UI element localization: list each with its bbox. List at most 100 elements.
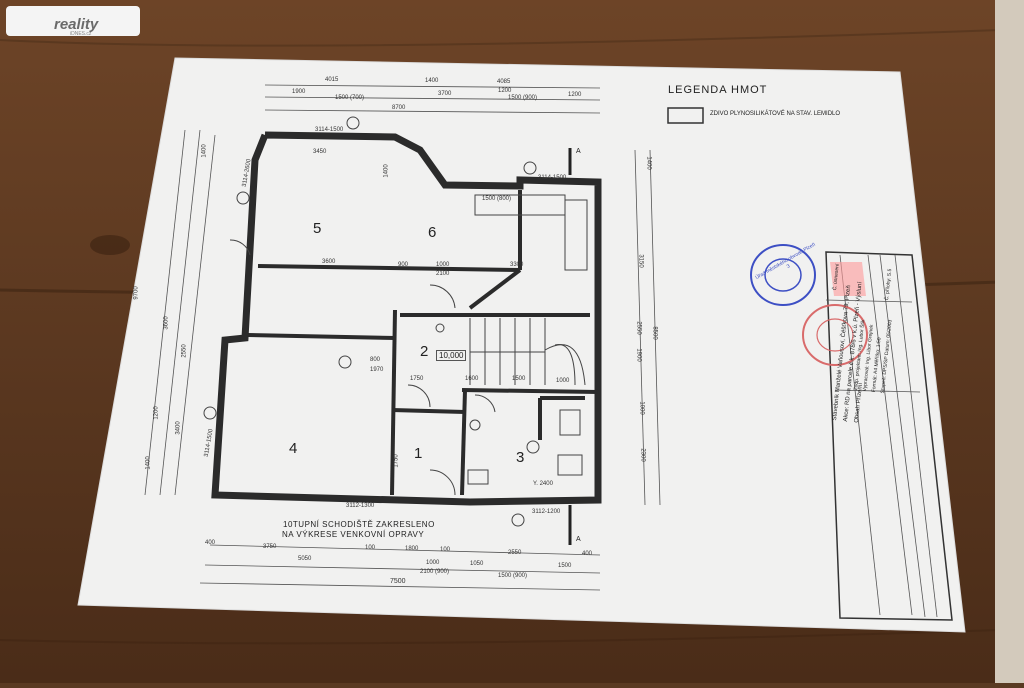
room-label-4: 4	[289, 440, 298, 457]
dim-bottom-3112-1200: 3112-1200	[532, 509, 561, 515]
section-mark-top: A	[576, 148, 581, 155]
dim-inner-1500: 1500	[512, 376, 526, 382]
room-label-5: 5	[313, 220, 322, 237]
dim-right-1400: 1400	[645, 156, 652, 170]
dim-inner-3300: 3300	[510, 262, 524, 268]
tb-stupen: Stupeň:	[879, 375, 888, 394]
blue-stamp	[750, 244, 816, 306]
logo-text: reality	[54, 16, 99, 33]
dim-top-1500-800: 1500 (800)	[482, 196, 512, 202]
staircase	[469, 318, 586, 386]
dim-right-1900: 1900	[635, 348, 642, 362]
dim-inner-1750: 1750	[410, 376, 424, 382]
dim-top-1400b: 1400	[383, 164, 390, 178]
dim-top-3700: 3700	[438, 91, 452, 97]
dim-bottom-1500-900: 1500 (900)	[498, 573, 528, 579]
dim-left-3600: 3600	[163, 316, 170, 330]
dim-top-1500-700: 1500 (700)	[335, 95, 365, 101]
dim-right-2300: 2300	[639, 448, 646, 462]
red-signature-mark	[830, 262, 866, 296]
dim-inner-900: 900	[398, 262, 409, 268]
dim-top-3114-1500: 3114-1500	[315, 127, 344, 133]
dim-left-1200: 1200	[153, 406, 160, 420]
dim-left-1400: 1400	[145, 456, 152, 470]
legend-item: ZDIVO PLYNOSILIKÁTOVÉ NA STAV. LEMIDLO	[710, 111, 841, 117]
room-label-2: 2	[420, 343, 429, 360]
room-area-2: 10,000	[436, 350, 467, 361]
room-label-1: 1	[414, 445, 423, 462]
dim-top-3450: 3450	[313, 149, 327, 155]
dim-bottom-3750: 3750	[263, 544, 277, 550]
dim-top-4085: 4085	[497, 79, 511, 85]
dim-top-1200b: 1200	[568, 92, 582, 98]
logo-sub: iDNES.cz	[70, 31, 92, 37]
dim-bottom-3112-1300: 3112-1300	[346, 503, 375, 509]
dim-bottom-1800: 1800	[405, 546, 419, 552]
dim-bottom-400: 400	[582, 551, 593, 557]
tb-format: Formát:	[870, 374, 879, 393]
dim-inner-3600: 3600	[322, 259, 336, 265]
dim-left-9700: 9700	[133, 286, 140, 300]
tb-stavebnik: Stavebník	[831, 393, 841, 421]
stair-note-line1: 10TUPNÍ SCHODIŠTĚ ZAKRESLENO	[283, 520, 435, 529]
legend-title: LEGENDA HMOT	[668, 84, 768, 96]
right-shelf-edge	[995, 0, 1024, 683]
outer-walls	[211, 131, 602, 506]
tb-akce: Akce:	[842, 406, 851, 422]
dim-inner-1600: 1600	[465, 376, 479, 382]
dim-bottom-2550: 2550	[508, 550, 522, 556]
dim-inner-y2400: Y. 2400	[533, 481, 553, 487]
dimension-lines	[144, 84, 661, 591]
reality-logo-badge: reality iDNES.cz	[6, 6, 140, 37]
legend-swatch	[667, 107, 704, 124]
dim-top-1500-900: 1500 (900)	[508, 95, 538, 101]
red-stamp	[802, 304, 868, 366]
dim-inner-1750b: 1750	[393, 454, 400, 468]
tb-datum: Datum:	[883, 338, 892, 356]
dim-inner-1000: 1000	[436, 262, 450, 268]
dim-bottom-7500: 7500	[390, 578, 406, 585]
dim-top-1900: 1900	[292, 89, 306, 95]
dim-bottom-5050: 5050	[298, 556, 312, 562]
dim-bottom-1050: 1050	[470, 561, 484, 567]
dim-bottom-100: 100	[365, 545, 376, 551]
tb-stupen-val: DPS/SP	[881, 356, 890, 376]
dim-bottom-2100-900: 2100 (900)	[420, 569, 450, 575]
dim-right-3150: 3150	[637, 254, 644, 268]
dim-left-1400b: 1400	[201, 144, 208, 158]
dim-inner-1000b: 1000	[556, 378, 570, 384]
tb-datum-val: 05/2003	[885, 319, 894, 339]
dim-top-4015: 4015	[325, 77, 339, 83]
axis-markers	[203, 116, 540, 527]
dim-bottom-400b: 400	[205, 540, 216, 546]
dim-left-2550: 2550	[181, 344, 188, 358]
title-block-frame	[825, 251, 953, 621]
paper-sheet	[77, 57, 966, 633]
section-mark-bottom: A	[576, 536, 581, 543]
door-swings	[229, 239, 496, 496]
room-label-6: 6	[428, 224, 437, 241]
dim-top-3114-1500b: 3114-1500	[538, 175, 567, 181]
wood-knot	[90, 235, 130, 255]
dim-right-1000: 1000	[638, 401, 645, 415]
dim-right-2550: 2550	[635, 321, 642, 335]
tb-format-val: A4	[872, 367, 880, 375]
dim-bottom-1000: 1000	[426, 560, 440, 566]
room-label-3: 3	[516, 449, 525, 466]
stair-note-line2: NA VÝKRESE VENKOVNÍ OPRAVY	[282, 530, 425, 539]
tb-obsah: Obsah	[853, 404, 862, 424]
interior-walls	[247, 190, 599, 496]
dim-inner-2100: 2100	[436, 271, 450, 277]
tb-meritko-val: 1:50	[875, 337, 883, 348]
dim-bottom-1500: 1500	[558, 563, 572, 569]
dim-bottom-100b: 100	[440, 547, 451, 553]
dim-left-3400: 3400	[175, 421, 182, 435]
dim-inner-800: 800	[370, 357, 381, 363]
dim-top-1200: 1200	[498, 88, 512, 94]
tb-cislo-prilohy-val: S.5	[886, 268, 894, 277]
tb-meritko: Měřítko:	[873, 348, 882, 367]
dim-top-8700: 8700	[392, 105, 406, 111]
dim-right-8500: 8500	[651, 326, 658, 340]
